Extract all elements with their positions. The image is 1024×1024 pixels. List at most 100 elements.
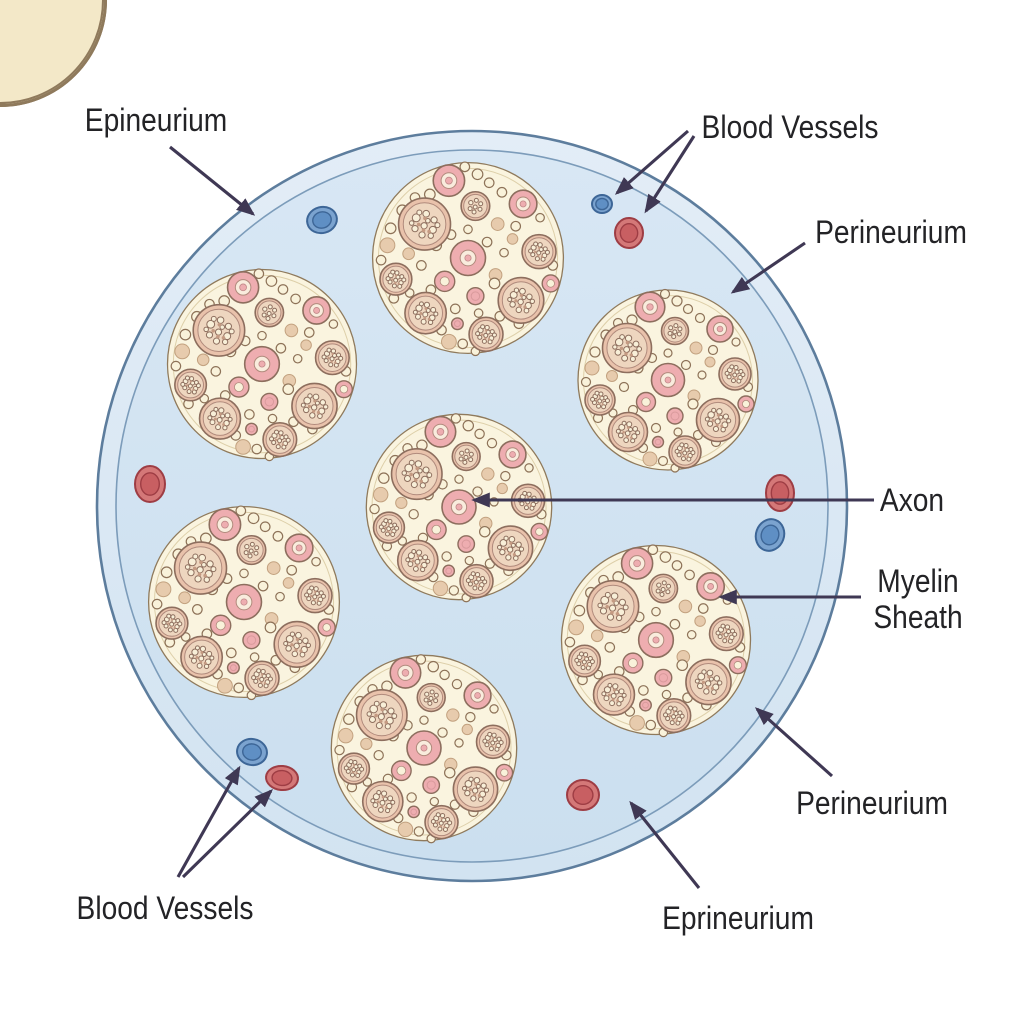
- fiber-bundle-cluster: [648, 573, 679, 604]
- small-nerve-fiber: [378, 472, 390, 484]
- fascicle: [166, 268, 358, 462]
- fiber-bundle-cluster: [397, 197, 452, 251]
- myelinated-fiber-small: [737, 395, 755, 413]
- fiber-bundle-cluster: [262, 421, 298, 458]
- fiber-bundle-cluster: [291, 382, 338, 430]
- blood-vessel-red: [566, 779, 600, 811]
- unmyelinated-fiber-dot: [284, 323, 299, 338]
- small-nerve-fiber: [663, 348, 673, 358]
- unmyelinated-fiber-dot: [402, 247, 415, 261]
- small-nerve-fiber: [573, 604, 586, 617]
- small-nerve-fiber: [233, 682, 245, 694]
- fiber-bundle-cluster: [568, 644, 602, 678]
- myelinated-fiber-large: [508, 189, 538, 219]
- small-nerve-fiber: [687, 398, 699, 410]
- fiber-bundle-cluster: [198, 397, 242, 440]
- small-nerve-fiber: [275, 591, 285, 602]
- small-nerve-fiber: [311, 556, 321, 567]
- fiber-bundle-cluster: [424, 804, 459, 840]
- label-epineurium-top: Epineurium: [85, 102, 227, 138]
- fiber-bundle-cluster: [487, 525, 534, 572]
- small-nerve-fiber: [651, 606, 661, 617]
- small-nerve-fiber: [471, 168, 484, 181]
- small-nerve-fiber: [275, 342, 287, 354]
- unmyelinated-fiber-dot: [678, 599, 693, 614]
- blood-vessel-red: [765, 474, 795, 512]
- myelinated-fiber-small: [728, 656, 748, 675]
- fascicle: [147, 505, 341, 701]
- small-nerve-fiber: [464, 555, 475, 566]
- small-nerve-fiber: [589, 346, 601, 358]
- central-axon-fiber: [406, 730, 442, 766]
- small-nerve-fiber: [661, 689, 672, 700]
- pink-fiber-dot: [639, 698, 652, 712]
- fiber-bundle-cluster: [173, 541, 228, 595]
- small-nerve-fiber: [292, 353, 303, 364]
- myelinated-fiber-large: [498, 440, 527, 469]
- fiber-bundle-cluster: [396, 539, 439, 582]
- label-line: Blood Vessels: [76, 890, 254, 926]
- small-nerve-fiber: [680, 359, 692, 371]
- fiber-bundle-cluster: [416, 682, 446, 713]
- small-nerve-fiber: [334, 744, 345, 756]
- small-nerve-fiber: [272, 530, 284, 542]
- small-nerve-fiber: [179, 328, 192, 341]
- blood-vessel-red: [265, 764, 299, 792]
- small-nerve-fiber: [647, 544, 659, 556]
- pink-fiber-dot: [651, 435, 665, 449]
- myelinated-fiber-small: [530, 522, 549, 541]
- small-nerve-fiber: [473, 308, 484, 318]
- small-nerve-fiber: [419, 715, 429, 725]
- unmyelinated-fiber-dot: [606, 370, 618, 382]
- small-nerve-fiber: [286, 564, 298, 576]
- fascicle: [330, 654, 518, 844]
- fiber-bundle-cluster: [355, 689, 408, 742]
- small-nerve-fiber: [441, 551, 452, 562]
- small-nerve-fiber: [676, 659, 689, 672]
- small-nerve-fiber: [465, 711, 476, 723]
- perineurium-ring: [0, 0, 104, 104]
- pink-fiber-dot: [422, 776, 441, 795]
- myelinated-fiber-large: [620, 547, 654, 580]
- label-line: Perineurium: [796, 785, 948, 821]
- small-nerve-fiber: [253, 268, 265, 280]
- small-nerve-fiber: [659, 551, 672, 563]
- small-nerve-fiber: [151, 598, 163, 610]
- myelinated-fiber-small: [495, 763, 514, 782]
- blood-vessel-red: [134, 465, 166, 503]
- myelinated-fiber-small: [228, 376, 250, 398]
- small-nerve-fiber: [343, 713, 355, 725]
- small-nerve-fiber: [415, 260, 427, 271]
- blood-vessel-blue: [236, 737, 268, 767]
- pink-fiber-dot: [466, 286, 485, 306]
- unmyelinated-fiber-dot: [584, 360, 600, 376]
- myelinated-fiber-small: [635, 391, 657, 413]
- small-nerve-fiber: [282, 383, 295, 396]
- blood-vessel-blue: [754, 518, 786, 552]
- small-nerve-fiber: [244, 409, 255, 420]
- small-nerve-fiber: [673, 427, 683, 437]
- fiber-bundle-cluster: [297, 577, 333, 614]
- small-nerve-fiber: [239, 568, 249, 579]
- small-nerve-fiber: [444, 766, 456, 779]
- small-nerve-fiber: [684, 569, 695, 581]
- small-nerve-fiber: [210, 366, 222, 377]
- arrow-to-blood-vessel-red-bottom: [181, 789, 273, 879]
- unmyelinated-fiber-dot: [397, 821, 414, 838]
- unmyelinated-fiber-dot: [496, 482, 508, 495]
- pink-fiber-dot: [442, 564, 456, 578]
- small-nerve-fiber: [474, 428, 485, 440]
- small-nerve-fiber: [488, 277, 501, 290]
- blood-vessel-blue: [306, 205, 338, 235]
- label-line: Epineurium: [84, 102, 228, 138]
- small-nerve-fiber: [328, 319, 339, 329]
- unmyelinated-fiber-dot: [395, 496, 408, 510]
- fiber-bundle-cluster: [174, 368, 208, 402]
- arrow-to-eprineurium: [629, 800, 701, 889]
- small-nerve-fiber: [439, 669, 450, 681]
- fiber-bundle-cluster: [254, 297, 285, 328]
- myelinated-fiber-small: [334, 380, 354, 399]
- small-nerve-fiber: [454, 474, 464, 484]
- small-nerve-fiber: [267, 413, 278, 424]
